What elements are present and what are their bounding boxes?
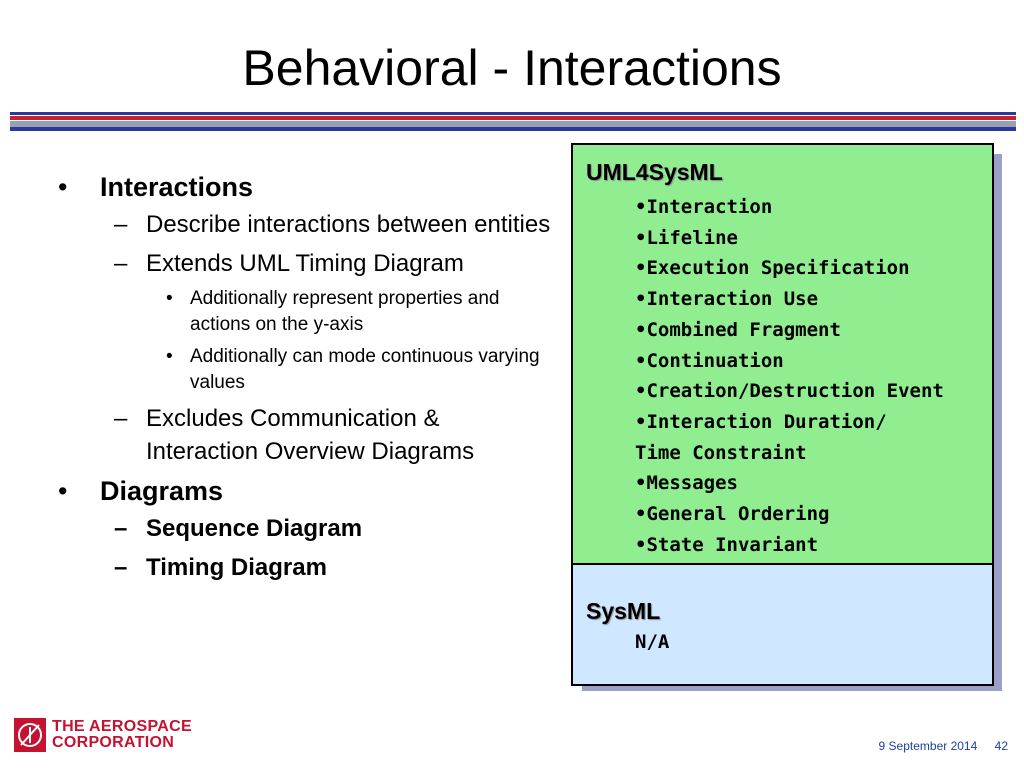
uml4sysml-item: •State Invariant [635, 533, 819, 556]
logo-line-2: CORPORATION [52, 734, 175, 751]
dash-mark: – [114, 250, 128, 277]
footer-date: 9 September 2014 [878, 739, 978, 753]
title-rule-blue [10, 112, 1016, 115]
aerospace-logo-text: THE AEROSPACE CORPORATION [52, 719, 192, 751]
uml4sysml-item: •Continuation [635, 349, 784, 372]
title-rule-red [10, 116, 1016, 120]
uml4sysml-item: •Interaction Duration/ [635, 410, 887, 433]
sub-sub-bullet-text: Additionally represent properties and ac… [190, 288, 500, 335]
dash-mark: – [114, 211, 128, 238]
bullet-mark: • [58, 476, 68, 506]
sub-bullet-text: Sequence Diagram [146, 515, 363, 542]
sysml-heading: SysML [586, 598, 661, 624]
bullet-text: Diagrams [100, 476, 224, 506]
page-number: 42 [994, 739, 1008, 753]
bullet-mark: • [166, 288, 173, 309]
uml4sysml-item: •Execution Specification [635, 257, 910, 280]
bullet-mark: • [58, 172, 68, 202]
uml4sysml-item: Time Constraint [635, 441, 807, 464]
uml4sysml-heading: UML4SysML [586, 159, 723, 185]
bullet-diagrams: • Diagrams [58, 474, 558, 508]
bullet-mark: • [166, 346, 173, 367]
uml4sysml-list: •Interaction •Lifeline •Execution Specif… [573, 192, 992, 560]
slide-footer: 9 September 2014 42 [879, 739, 1008, 753]
sub-bullet-timing: – Timing Diagram [58, 551, 558, 584]
sub-sub-bullet-text: Additionally can mode continuous varying… [190, 346, 540, 393]
sub-bullet-describe: – Describe interactions between entities [58, 208, 558, 241]
sub-bullet-text: Excludes Communication & Interaction Ove… [146, 405, 475, 465]
sub-bullet-sequence: – Sequence Diagram [58, 512, 558, 545]
bullet-interactions: • Interactions [58, 170, 558, 204]
uml4sysml-item: •Creation/Destruction Event [635, 380, 944, 403]
sub-sub-bullet-continuous: • Additionally can mode continuous varyi… [58, 344, 558, 396]
sub-bullet-text: Extends UML Timing Diagram [146, 250, 464, 277]
sub-bullet-text: Describe interactions between entities [146, 211, 551, 238]
slide-title: Behavioral - Interactions [242, 40, 782, 96]
sysml-value: N/A [635, 631, 670, 653]
bullet-list: • Interactions – Describe interactions b… [58, 170, 558, 590]
uml4sysml-item: •Messages [635, 472, 738, 495]
uml4sysml-item: •Combined Fragment [635, 318, 841, 341]
logo-line-1: THE AEROSPACE [52, 718, 192, 735]
uml4sysml-item: •Lifeline [635, 226, 738, 249]
dash-mark: – [114, 515, 128, 542]
sub-bullet-excludes: – Excludes Communication & Interaction O… [58, 402, 558, 468]
sub-bullet-text: Timing Diagram [146, 554, 327, 581]
title-rule-gray [10, 121, 1016, 127]
uml4sysml-item: •Interaction Use [635, 288, 819, 311]
dash-mark: – [114, 554, 128, 581]
sysml-panel: SysML N/A [573, 565, 992, 684]
uml4sysml-item: •General Ordering [635, 503, 830, 526]
uml4sysml-item: •Interaction [635, 196, 773, 218]
aerospace-logo-icon [14, 718, 46, 752]
uml4sysml-panel: UML4SysML •Interaction •Lifeline •Execut… [573, 145, 992, 565]
sub-bullet-extends: – Extends UML Timing Diagram [58, 247, 558, 280]
uml-sysml-box: UML4SysML •Interaction •Lifeline •Execut… [571, 143, 994, 686]
dash-mark: – [114, 405, 128, 432]
title-rule-blue-bottom [10, 127, 1016, 131]
bullet-text: Interactions [100, 172, 254, 202]
sub-sub-bullet-properties: • Additionally represent properties and … [58, 286, 558, 338]
